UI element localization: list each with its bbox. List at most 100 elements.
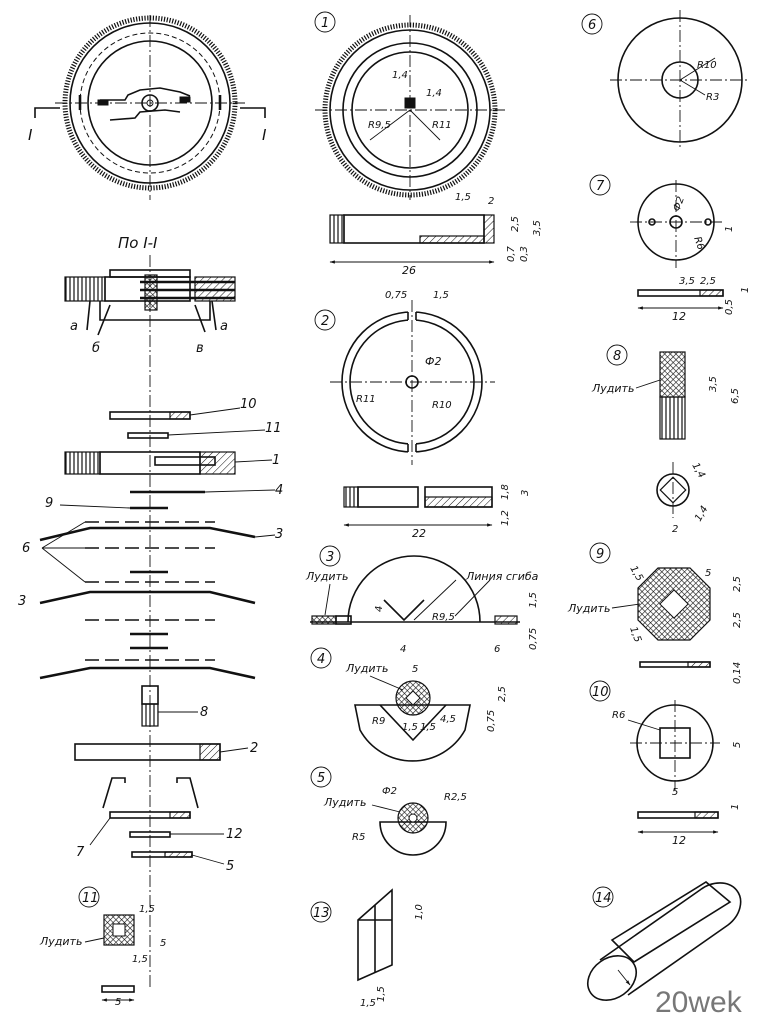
part-10-r: R6 — [612, 710, 625, 721]
part-10-number: 10 — [592, 685, 609, 700]
part-8-dim-5: 1,4 — [693, 504, 710, 523]
part-1-dim-6: 3,5 — [532, 220, 543, 236]
part-10-dim-3: 1 — [730, 804, 741, 810]
part-4-r: R9 — [372, 716, 385, 727]
callout-5: 5 — [226, 859, 234, 874]
part-5: 5 Ф2 Лудить R2,5 R5 — [310, 766, 467, 856]
part-7-dim-2: 3,5 — [679, 276, 695, 287]
part-9-dim-4: 2,5 — [732, 612, 743, 628]
exploded-view: 10 11 1 4 9 3 6 3 — [18, 397, 283, 874]
part-10: 10 R6 5 5 1 12 — [589, 680, 743, 847]
callout-9: 9 — [45, 496, 53, 511]
part-1-dim-2: 1,4 — [426, 88, 442, 99]
part-1-dim-1: 1,4 — [392, 70, 408, 81]
part-7-dim-5: 0,5 — [724, 299, 735, 315]
part-5-r2: R5 — [352, 832, 365, 843]
part-1-r2: R11 — [432, 120, 452, 131]
part-4-dim-1: 1,5 — [402, 722, 418, 733]
part-7-dim-3: 2,5 — [700, 276, 716, 287]
part-7-r: R6 — [691, 235, 706, 251]
part-8-dim-2: 6,5 — [730, 388, 741, 404]
wire-label-b: б — [92, 341, 100, 356]
part-14: 14 — [587, 881, 742, 1001]
part-1-number: 1 — [321, 16, 329, 31]
part-3-dim-4: 1,5 — [528, 592, 539, 608]
part-11-dim-1: 1,5 — [139, 904, 155, 915]
callout-3-top: 3 — [275, 527, 283, 542]
part-14-number: 14 — [595, 891, 612, 906]
part-2: 2 0,75 1,5 Ф2 R11 R10 22 1,8 3 1,2 — [314, 290, 531, 540]
part-6-number: 6 — [588, 18, 596, 33]
callout-2: 2 — [250, 741, 258, 756]
part-1-dim-7: 0,7 — [506, 245, 517, 262]
callout-11: 11 — [265, 421, 282, 436]
part-4-dim-2: 1,5 — [420, 722, 436, 733]
part-2-number: 2 — [321, 314, 329, 329]
part-3-bend-line: Линия сгиба — [465, 570, 539, 583]
part-2-dim-3: 1,8 — [500, 484, 511, 500]
part-3-dim-3: 6 — [494, 644, 500, 655]
callout-10: 10 — [240, 397, 257, 412]
part-2-r1: R11 — [356, 394, 376, 405]
part-4-dim-4: 2,5 — [497, 686, 508, 702]
part-13: 13 1,0 1,5 1,5 — [310, 888, 425, 1009]
callout-8: 8 — [200, 705, 208, 720]
part-5-dia: Ф2 — [382, 786, 397, 797]
part-4-dim-5: 0,75 — [486, 710, 497, 732]
part-2-dim-5: 1,2 — [500, 510, 511, 526]
part-7-dia: Ф2 — [671, 195, 686, 213]
part-6: 6 R10 R3 — [581, 10, 750, 150]
part-8-number: 8 — [613, 349, 621, 364]
part-3-dim-5: 0,75 — [528, 628, 539, 650]
part-3-r: R9,5 — [432, 612, 455, 623]
part-9-dim-3: 2,5 — [732, 576, 743, 592]
part-5-tin: Лудить — [323, 796, 366, 809]
section-title: По I-I — [118, 234, 158, 252]
part-13-number: 13 — [313, 906, 330, 921]
part-11-dim-3: 1,5 — [132, 954, 148, 965]
part-1-width: 26 — [402, 264, 416, 277]
part-6-r1: R10 — [697, 60, 717, 71]
part-9-dim-1: 1,5 — [627, 564, 644, 583]
part-3: 3 Лудить Линия сгиба R9,5 4 4 6 1,5 0,75 — [305, 545, 539, 655]
part-11-dim-2: 5 — [160, 938, 166, 949]
part-2-width: 22 — [412, 527, 426, 540]
callout-1: 1 — [272, 453, 280, 468]
part-6-r2: R3 — [706, 92, 719, 103]
part-11-tin: Лудить — [39, 935, 82, 948]
part-10-dim-2: 5 — [672, 787, 678, 798]
part-8-dim-4: 2 — [672, 524, 678, 535]
part-9-dim-6: 0,14 — [732, 662, 743, 684]
part-8-dim-3: 1,4 — [689, 461, 706, 480]
part-4-dim-3: 4,5 — [440, 714, 456, 725]
part-9-dim-5: 1,5 — [627, 625, 643, 644]
part-5-number: 5 — [317, 771, 325, 786]
part-3-number: 3 — [326, 550, 334, 565]
part-7-width: 12 — [672, 310, 686, 323]
part-9-tin: Лудить — [567, 602, 610, 615]
part-3-tin: Лудить — [305, 570, 348, 583]
callout-4: 4 — [275, 483, 283, 498]
part-4-number: 4 — [317, 652, 325, 667]
part-1-dim-4: 2 — [488, 196, 494, 207]
part-7-number: 7 — [596, 179, 605, 194]
part-1-dim-3: 1,5 — [455, 192, 471, 203]
part-2-dia: Ф2 — [425, 355, 441, 368]
section-mark-left: I — [28, 126, 33, 144]
part-4-width: 5 — [412, 664, 418, 675]
part-2-dim-2: 1,5 — [433, 290, 449, 301]
assembly-section-view: а б в а — [64, 255, 236, 990]
part-2-dim-1: 0,75 — [385, 290, 407, 301]
part-5-r1: R2,5 — [444, 792, 467, 803]
part-13-dim-2: 1,5 — [360, 998, 376, 1009]
section-mark-right: I — [262, 126, 267, 144]
part-4-tin: Лудить — [345, 662, 388, 675]
part-3-dim-1: 4 — [374, 606, 385, 612]
part-7-dim-1: 1 — [724, 226, 735, 232]
wire-label-a-left: а — [70, 319, 78, 334]
part-1-dim-8: 0,3 — [519, 246, 530, 262]
part-7: 7 Ф2 R6 1 3,5 2,5 1 0,5 12 — [589, 174, 751, 323]
part-1-dim-5: 2,5 — [510, 216, 521, 232]
wire-label-a-right: а — [220, 319, 228, 334]
part-4: 4 Лудить 5 R9 1,5 1,5 4,5 2,5 0,75 — [310, 647, 508, 762]
